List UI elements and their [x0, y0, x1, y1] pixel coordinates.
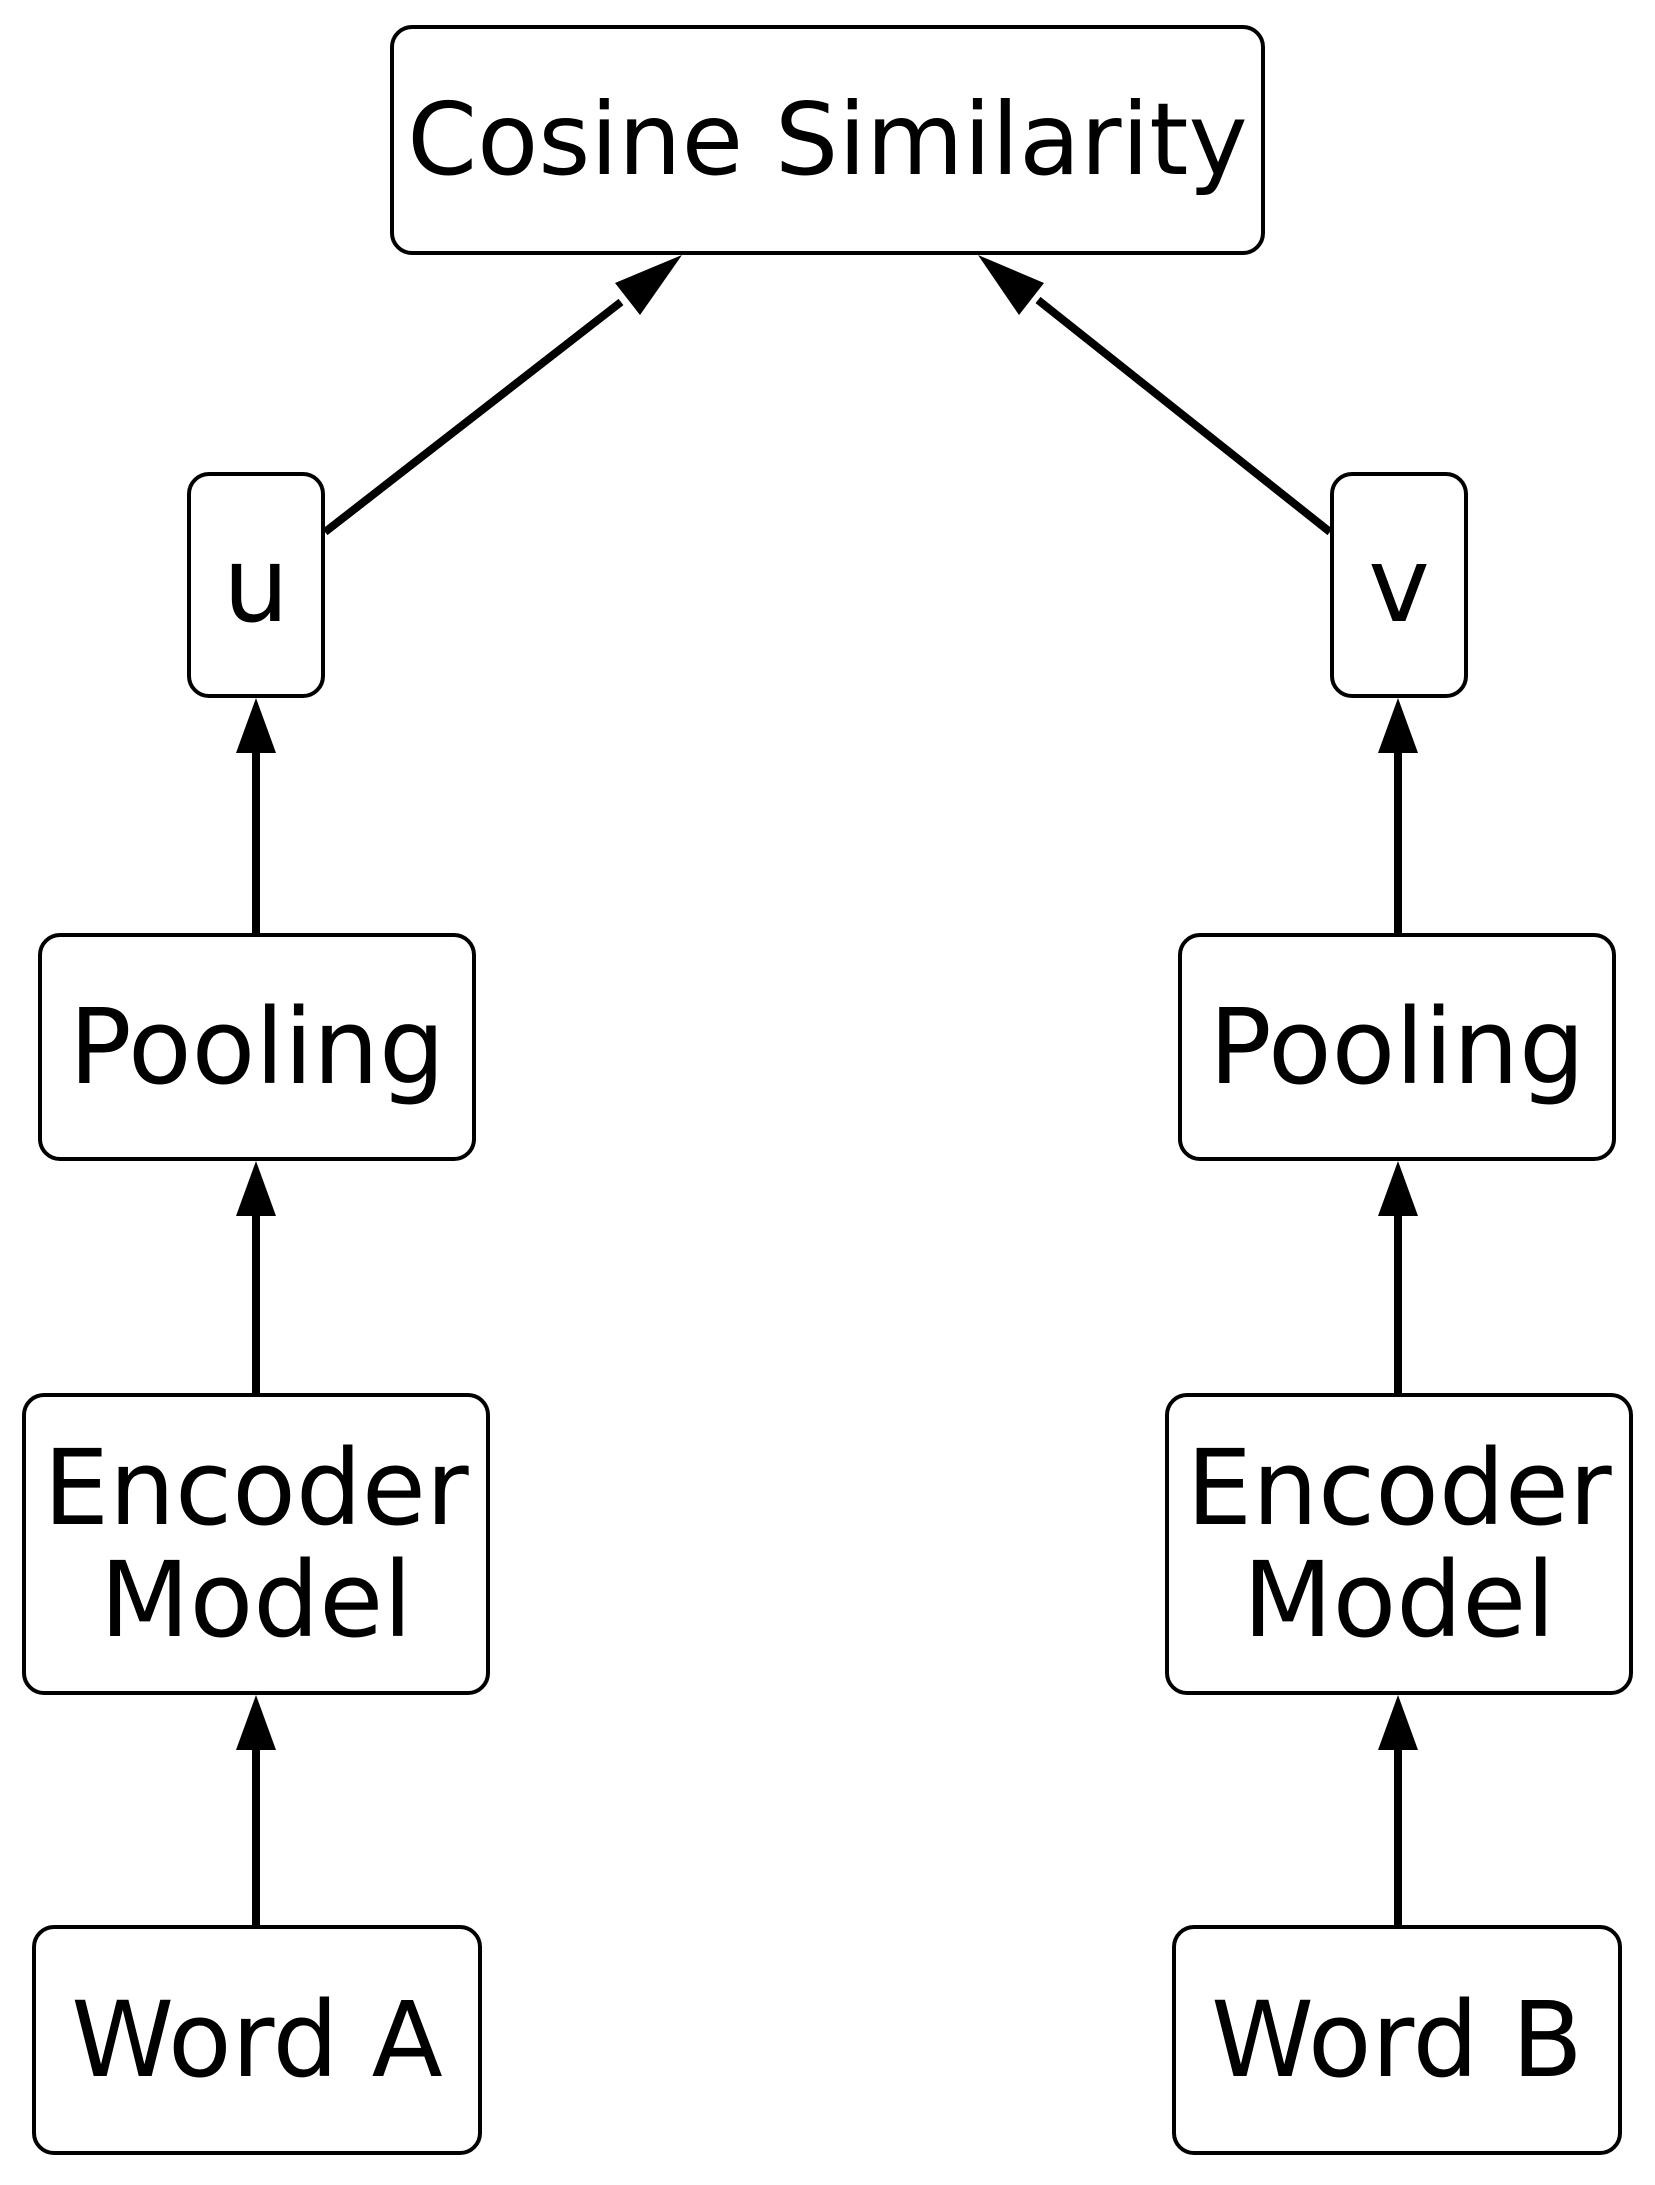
cosine-similarity-label: Cosine Similarity [407, 81, 1248, 198]
v-vector-label: v [1368, 523, 1430, 646]
encoder-model-right-node: Encoder Model [1165, 1393, 1633, 1695]
arrowhead-cosine-left [615, 255, 682, 315]
u-vector-label: u [223, 523, 289, 646]
pooling-right-node: Pooling [1178, 933, 1616, 1161]
arrow-u-to-cosine [322, 298, 624, 536]
word-b-node: Word B [1172, 1925, 1622, 2155]
word-b-label: Word B [1211, 1978, 1583, 2101]
pooling-left-label: Pooling [69, 985, 445, 1108]
arrowhead-encoder-left [236, 1695, 276, 1750]
encoder-right-line-2: Model [1242, 1539, 1556, 1661]
arrowhead-pooling-left [236, 1161, 276, 1216]
word-a-label: Word A [71, 1978, 443, 2101]
arrow-v-to-cosine [1035, 296, 1333, 536]
encoder-model-left-node: Encoder Model [22, 1393, 490, 1695]
arrowhead-v [1378, 698, 1418, 753]
arrowhead-cosine-right [978, 255, 1044, 315]
v-vector-node: v [1330, 472, 1468, 698]
word-a-node: Word A [32, 1925, 482, 2155]
u-vector-node: u [187, 472, 325, 698]
arrowhead-pooling-right [1378, 1161, 1418, 1216]
encoder-left-line-2: Model [99, 1539, 413, 1661]
cosine-similarity-node: Cosine Similarity [390, 25, 1265, 255]
encoder-left-line-1: Encoder [43, 1426, 469, 1549]
arrowhead-encoder-right [1378, 1695, 1418, 1750]
arrowhead-u [236, 698, 276, 753]
pooling-left-node: Pooling [38, 933, 476, 1161]
pooling-right-label: Pooling [1209, 985, 1585, 1108]
encoder-right-line-1: Encoder [1186, 1426, 1612, 1549]
